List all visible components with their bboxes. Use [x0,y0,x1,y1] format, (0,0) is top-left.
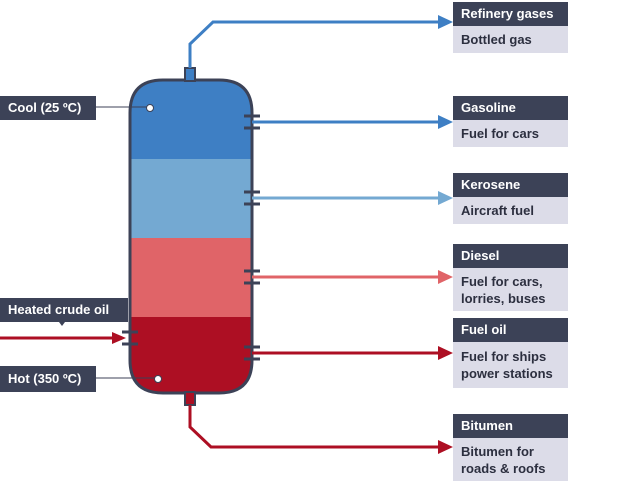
hot-probe-dot [154,375,162,383]
arrow-diesel [252,270,453,284]
heated-crude-oil-label: Heated crude oil [0,298,128,322]
arrow-heated-crude-oil [0,332,126,344]
fraction-name-gasoline: Gasoline [453,96,568,120]
layer-gasoline [130,80,252,159]
cool-temperature-label: Cool (25 ºC) [0,96,96,120]
fraction-name-kerosene: Kerosene [453,173,568,197]
fraction-use-aircraft-fuel: Aircraft fuel [453,197,568,224]
fraction-use-fuel-for-cars: Fuel for cars [453,120,568,147]
fraction-name-bitumen: Bitumen [453,414,568,438]
flanges [122,114,260,361]
fraction-name-fuel-oil: Fuel oil [453,318,568,342]
column-layers [130,80,252,393]
bottom-nozzle [184,391,196,406]
fraction-use-bitumen: Bitumen for roads & roofs [453,438,568,481]
cool-probe-dot [146,104,154,112]
fraction-use-bottled-gas: Bottled gas [453,26,568,53]
hot-temperature-label: Hot (350 ºC) [0,366,96,392]
arrow-refinery-gases [188,15,453,68]
arrow-gasoline [252,115,453,129]
arrow-kerosene [252,191,453,205]
top-nozzle [184,67,196,82]
layer-kerosene [130,159,252,238]
fraction-use-diesel: Fuel for cars, lorries, buses [453,268,568,311]
column-outline [128,78,254,395]
fraction-name-diesel: Diesel [453,244,568,268]
arrow-fuel-oil [252,346,453,360]
layer-diesel [130,238,252,317]
fraction-name-refinery-gases: Refinery gases [453,2,568,26]
fraction-use-fuel-oil: Fuel for ships power stations [453,342,568,388]
arrow-bitumen [188,405,453,454]
layer-fuel-oil [130,317,252,393]
